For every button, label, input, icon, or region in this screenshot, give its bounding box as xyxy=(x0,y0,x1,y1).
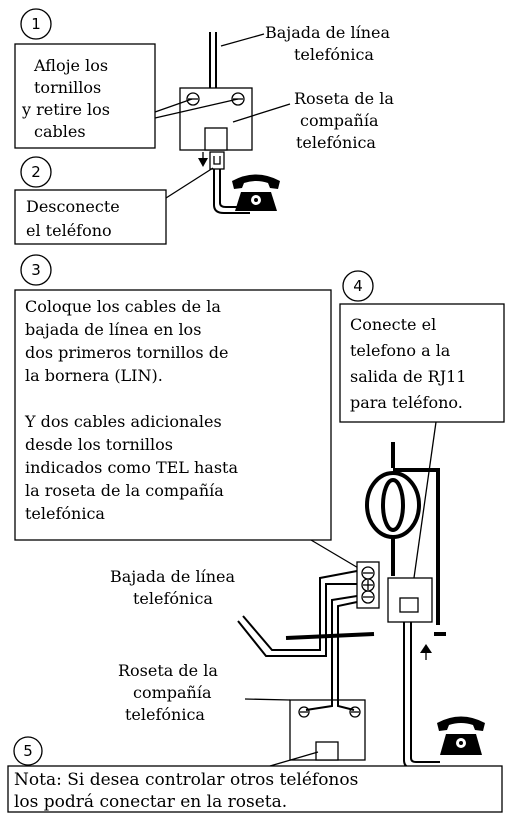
lower-drop-line-label: Bajada de línea telefónica xyxy=(110,567,235,608)
svg-text:1: 1 xyxy=(31,15,41,33)
svg-text:Roseta de la: Roseta de la xyxy=(118,661,218,680)
svg-text:Bajada de línea: Bajada de línea xyxy=(265,23,390,42)
svg-text:desde los tornillos: desde los tornillos xyxy=(25,435,173,454)
step-5-note: Nota: Si desea controlar otros teléfonos… xyxy=(7,765,503,813)
device-housing xyxy=(285,442,446,640)
svg-text:3: 3 xyxy=(31,261,41,279)
step-2-callout: Desconecte el teléfono xyxy=(14,189,167,245)
step-2-marker: 2 xyxy=(20,156,52,188)
lower-rosette-label: Roseta de la compañía telefónica xyxy=(118,661,218,724)
svg-text:y retire los: y retire los xyxy=(21,100,110,119)
svg-text:5: 5 xyxy=(23,742,33,760)
telephone-icon xyxy=(437,716,485,755)
svg-text:los podrá conectar en la rose: los podrá conectar en la roseta. xyxy=(14,792,287,812)
arrow-down-icon xyxy=(198,152,208,167)
terminal-block xyxy=(356,561,380,609)
step-3-callout: Coloque los cables de la bajada de línea… xyxy=(14,289,332,541)
rj11-jack xyxy=(387,577,433,623)
svg-text:Afloje los: Afloje los xyxy=(33,56,108,75)
svg-text:el teléfono: el teléfono xyxy=(26,221,112,240)
svg-text:salida de RJ11: salida de RJ11 xyxy=(350,367,466,386)
svg-text:telefónica: telefónica xyxy=(296,133,376,152)
svg-text:4: 4 xyxy=(353,277,363,295)
svg-text:Nota: Si desea controlar otros: Nota: Si desea controlar otros teléfonos xyxy=(14,770,358,790)
svg-text:2: 2 xyxy=(31,163,41,181)
svg-text:compañía: compañía xyxy=(133,683,212,702)
svg-text:cables: cables xyxy=(34,122,86,141)
meter-dial xyxy=(365,471,421,539)
arrow-up-icon xyxy=(420,644,432,660)
svg-text:dos primeros tornillos de: dos primeros tornillos de xyxy=(25,343,228,362)
svg-text:Desconecte: Desconecte xyxy=(26,197,120,216)
svg-text:la bornera (LIN).: la bornera (LIN). xyxy=(25,366,163,385)
screw-terminal-icon xyxy=(361,566,375,604)
svg-text:compañía: compañía xyxy=(300,111,379,130)
svg-text:Y dos cables adicionales: Y dos cables adicionales xyxy=(24,412,222,431)
svg-text:la roseta de la compañía: la roseta de la compañía xyxy=(25,481,224,500)
svg-text:tornillos: tornillos xyxy=(34,78,101,97)
telephone-rosette xyxy=(179,87,253,151)
svg-text:indicados como TEL hasta: indicados como TEL hasta xyxy=(25,458,238,477)
rj11-plug-icon xyxy=(209,151,225,170)
step-4-marker: 4 xyxy=(342,270,374,302)
step-1-marker: 1 xyxy=(20,8,52,40)
step-4-callout: Conecte el telefono a la salida de RJ11 … xyxy=(339,303,505,423)
step-5-marker: 5 xyxy=(13,736,43,766)
svg-text:telefónica: telefónica xyxy=(25,504,105,523)
svg-text:telefónica: telefónica xyxy=(294,45,374,64)
svg-text:Roseta de la: Roseta de la xyxy=(294,89,394,108)
telephone-icon xyxy=(232,174,280,211)
svg-text:telefónica: telefónica xyxy=(133,589,213,608)
svg-text:Coloque los cables de la: Coloque los cables de la xyxy=(25,297,221,316)
step-1-callout: Afloje los tornillos y retire los cables xyxy=(14,43,156,149)
svg-text:Conecte el: Conecte el xyxy=(350,315,436,334)
svg-text:bajada de línea en los: bajada de línea en los xyxy=(25,320,201,339)
svg-text:para teléfono.: para teléfono. xyxy=(350,393,463,412)
lower-telephone-rosette xyxy=(289,699,366,761)
rosette-label: Roseta de la compañía telefónica xyxy=(294,89,394,152)
step-3-marker: 3 xyxy=(20,254,52,286)
svg-text:telefónica: telefónica xyxy=(125,705,205,724)
drop-line-label: Bajada de línea telefónica xyxy=(265,23,390,64)
svg-text:telefono a la: telefono a la xyxy=(350,341,451,360)
drop-line-cable xyxy=(237,570,358,700)
screw-terminal-icon xyxy=(298,706,361,718)
svg-text:Bajada de línea: Bajada de línea xyxy=(110,567,235,586)
